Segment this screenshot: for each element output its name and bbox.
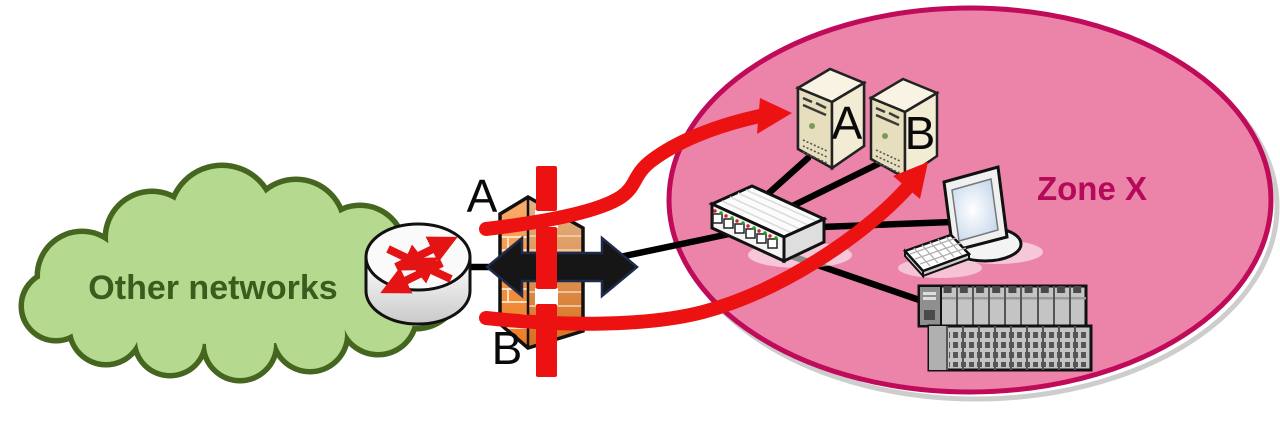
traffic-arrow-icon <box>485 235 639 299</box>
conduit-a-arrow <box>479 98 792 236</box>
server-a-icon: A <box>796 67 866 170</box>
plc-icon <box>917 284 1093 372</box>
keyboard-icon <box>898 233 982 279</box>
zone-label: Zone X <box>1037 170 1147 207</box>
cloud-label: Other networks <box>88 269 337 307</box>
router-icon <box>364 222 472 326</box>
monitor-screen <box>951 178 999 242</box>
conduit-b-arrow <box>479 162 928 331</box>
conduit-a-label: A <box>467 170 498 222</box>
conduit-b-label: B <box>492 322 523 374</box>
router-arrows-icon <box>380 236 458 294</box>
switch-ports <box>712 209 778 249</box>
blocked-bar-icon <box>535 166 558 377</box>
server-b-icon: B <box>869 77 939 180</box>
server-a-label: A <box>832 97 863 149</box>
server-b-label: B <box>905 107 936 159</box>
